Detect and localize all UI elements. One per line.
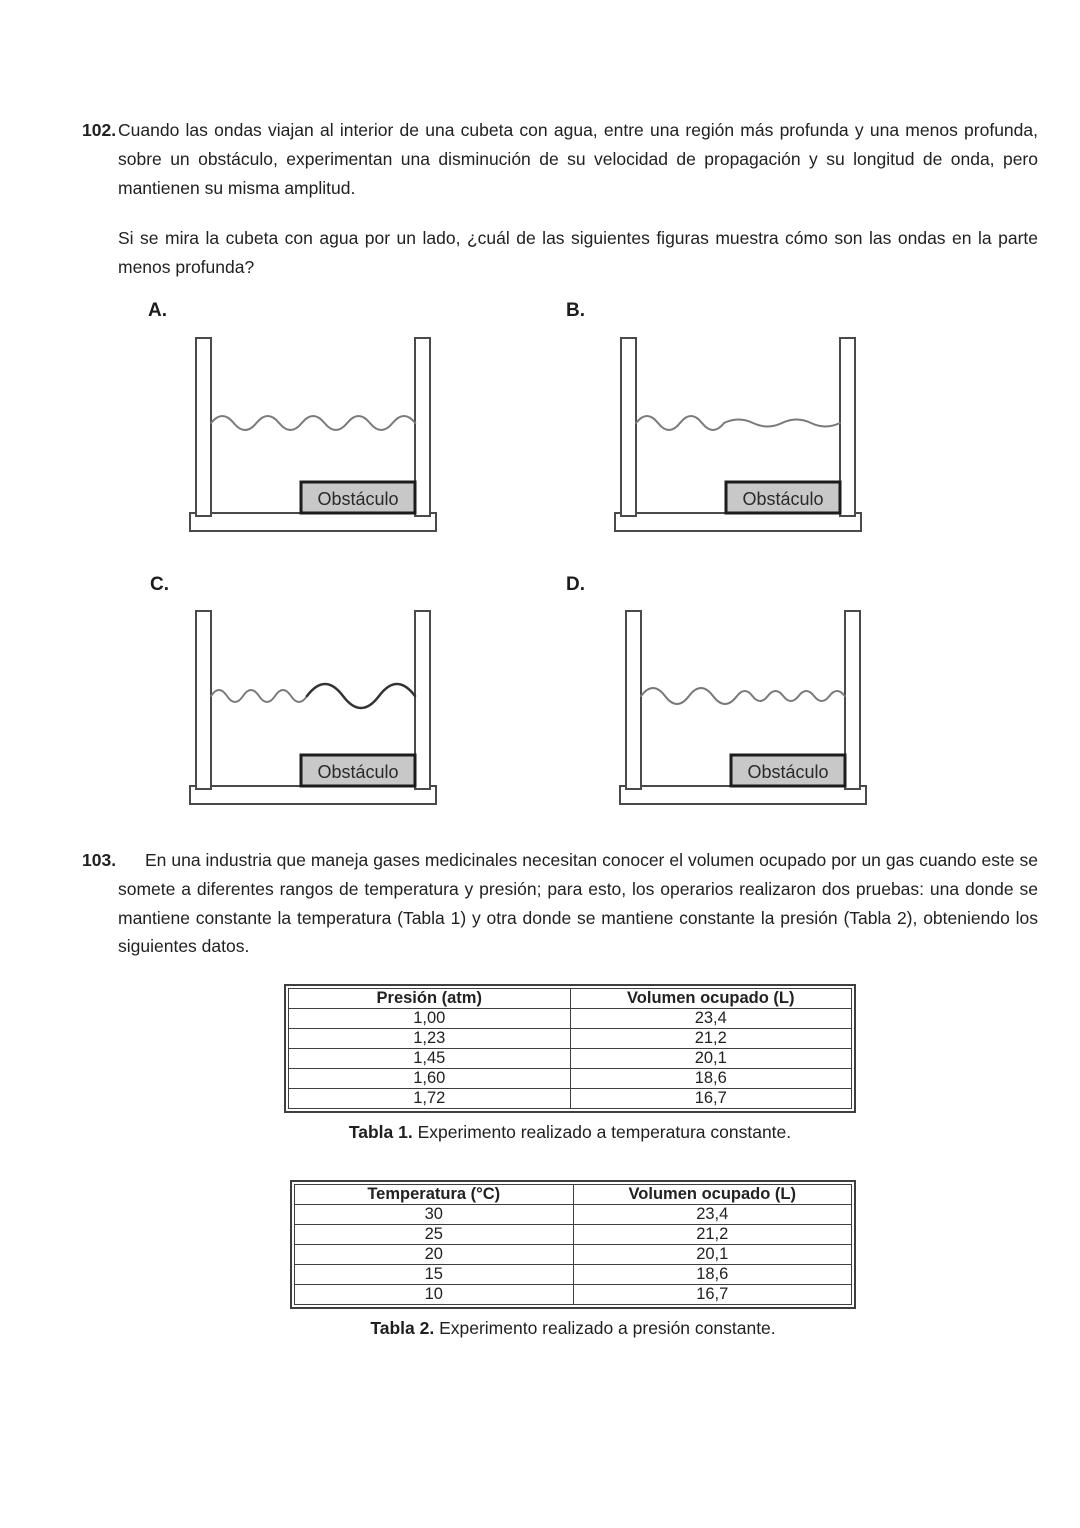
column-header: Volumen ocupado (L): [569, 988, 852, 1009]
obstacle-label: Obstáculo: [742, 489, 823, 509]
question-103: 103. En una industria que maneja gases m…: [82, 846, 1038, 961]
figure-option-b: Obstáculo: [612, 335, 864, 535]
table-cell: 20: [294, 1244, 574, 1265]
table-2-caption-text: Experimento realizado a presión constant…: [434, 1318, 776, 1338]
table-cell: 30: [294, 1204, 574, 1225]
table-cell: 21,2: [572, 1224, 852, 1245]
table-cell: 1,00: [288, 1008, 571, 1029]
table-cell: 16,7: [569, 1088, 852, 1109]
option-label-b: B.: [566, 300, 585, 321]
tank-bottom: [189, 512, 437, 532]
cubeta-diagram-a: Obstáculo: [189, 337, 437, 532]
table-cell: 1,60: [288, 1068, 571, 1089]
table-cell: 21,2: [569, 1028, 852, 1049]
water-wave-line-left: [210, 689, 308, 703]
table-header-row: Presión (atm)Volumen ocupado (L): [288, 988, 852, 1009]
tank-right-wall: [414, 337, 431, 517]
tank-left-wall: [195, 337, 212, 517]
table-cell: 18,6: [572, 1264, 852, 1285]
option-label-d: D.: [566, 574, 585, 595]
question-102: 102. Cuando las ondas viajan al interior…: [82, 116, 1038, 282]
obstacle-box: [729, 753, 847, 788]
option-label-c: C.: [150, 574, 169, 595]
table-cell: 1,72: [288, 1088, 571, 1109]
table-cell: 25: [294, 1224, 574, 1245]
water-wave-line: [640, 687, 846, 705]
question-paragraph: Si se mira la cubeta con agua por un lad…: [118, 228, 1038, 278]
question-number: 102.: [82, 120, 117, 140]
table-1-caption: Tabla 1. Experimento realizado a tempera…: [284, 1122, 856, 1143]
tank-right-wall: [839, 337, 856, 517]
obstacle-box: [724, 480, 842, 515]
tank-left-wall: [195, 610, 212, 790]
table-cell: 16,7: [572, 1284, 852, 1305]
figure-option-c: Obstáculo: [187, 608, 439, 808]
cubeta-diagram-b: Obstáculo: [614, 337, 862, 532]
water-wave-line: [635, 415, 841, 431]
cubeta-diagram-c: Obstáculo: [189, 610, 437, 805]
table-cell: 1,45: [288, 1048, 571, 1069]
obstacle-label: Obstáculo: [317, 762, 398, 782]
cubeta-diagram-d: Obstáculo: [619, 610, 867, 805]
obstacle-label: Obstáculo: [317, 489, 398, 509]
tank-left-wall: [625, 610, 642, 790]
question-paragraph: En una industria que maneja gases medici…: [118, 850, 1038, 957]
obstacle-label: Obstáculo: [747, 762, 828, 782]
table-cell: 15: [294, 1264, 574, 1285]
question-paragraph: Cuando las ondas viajan al interior de u…: [118, 120, 1038, 198]
figure-option-a: Obstáculo: [187, 335, 439, 535]
table-1-caption-text: Experimento realizado a temperatura cons…: [412, 1122, 792, 1142]
table-cell: 10: [294, 1284, 574, 1305]
option-label-a: A.: [148, 300, 167, 321]
table-2-caption-label: Tabla 2.: [370, 1318, 435, 1338]
water-wave-line-right: [305, 682, 417, 710]
tank-bottom: [614, 512, 862, 532]
question-number: 103.: [82, 850, 117, 870]
tank-left-wall: [620, 337, 637, 517]
table-2-caption: Tabla 2. Experimento realizado a presión…: [290, 1318, 856, 1339]
table-cell: 20,1: [572, 1244, 852, 1265]
table-cell: 23,4: [572, 1204, 852, 1225]
table-cell: 1,23: [288, 1028, 571, 1049]
water-wave-line: [210, 415, 417, 431]
column-header: Presión (atm): [288, 988, 571, 1009]
obstacle-box: [299, 480, 417, 515]
tank-right-wall: [844, 610, 861, 790]
column-header: Volumen ocupado (L): [572, 1184, 852, 1205]
table-header-row: Temperatura (°C)Volumen ocupado (L): [294, 1184, 852, 1205]
table-cell: 23,4: [569, 1008, 852, 1029]
figure-option-d: Obstáculo: [617, 608, 869, 808]
column-header: Temperatura (°C): [294, 1184, 574, 1205]
tank-right-wall: [414, 610, 431, 790]
table-cell: 18,6: [569, 1068, 852, 1089]
tank-bottom: [189, 785, 437, 805]
obstacle-box: [299, 753, 417, 788]
tank-bottom: [619, 785, 867, 805]
table-1-caption-label: Tabla 1.: [348, 1122, 413, 1142]
table-cell: 20,1: [569, 1048, 852, 1069]
